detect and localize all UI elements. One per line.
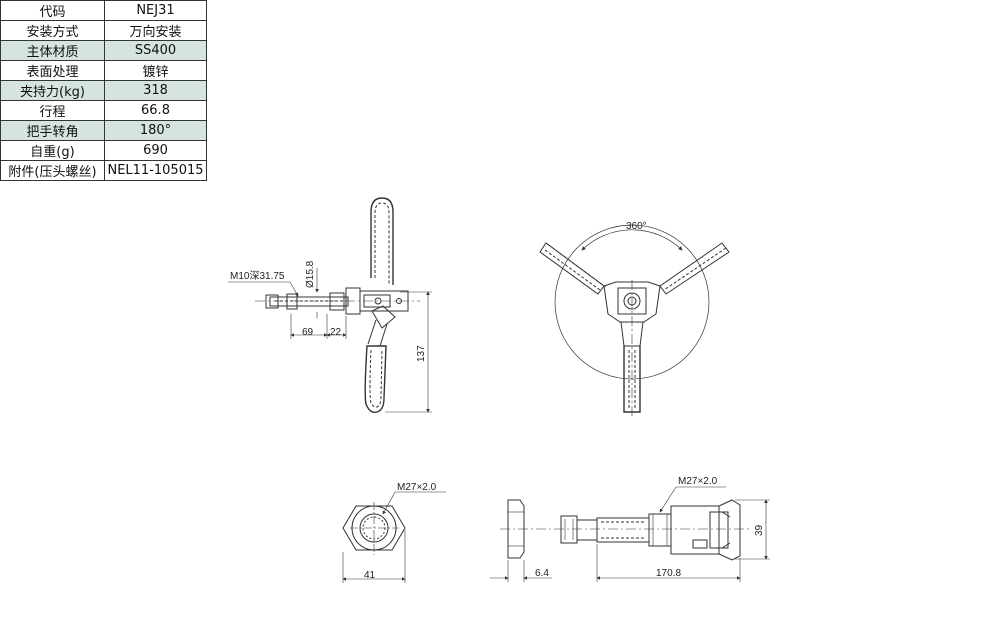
dim-diameter: Ø15.8 (305, 260, 316, 288)
side-view (228, 197, 432, 414)
dim-total-length: 170.8 (656, 568, 681, 579)
spec-row: 夹持力(kg)318 (0, 80, 207, 101)
dim-thread-depth: M10深31.75 (230, 270, 285, 282)
bottom-side-view (490, 486, 770, 582)
spec-value: 690 (104, 140, 207, 161)
spec-label: 主体材质 (0, 40, 105, 61)
spec-label: 自重(g) (0, 140, 105, 161)
dim-nut-width: 41 (364, 570, 376, 581)
dim-length-69: 69 (302, 327, 314, 338)
dim-nut-thickness: 6.4 (535, 568, 549, 579)
spec-label: 把手转角 (0, 120, 105, 141)
spec-value: NEL11-105015 (104, 160, 207, 181)
dim-length-22: 22 (330, 327, 342, 338)
nut-view (342, 491, 446, 583)
dim-thread-body: M27×2.0 (678, 476, 718, 487)
dim-body-height: 39 (754, 524, 765, 536)
dim-thread-nut: M27×2.0 (397, 482, 437, 493)
spec-value: SS400 (104, 40, 207, 61)
spec-row: 自重(g)690 (0, 140, 207, 161)
spec-label: 附件(压头螺丝) (0, 160, 105, 181)
spec-row: 表面处理镀锌 (0, 60, 207, 81)
rotation-view (539, 224, 730, 418)
dim-rotation: 360° (626, 221, 647, 232)
spec-row: 附件(压头螺丝)NEL11-105015 (0, 160, 207, 181)
spec-value: 180° (104, 120, 207, 141)
spec-label: 夹持力(kg) (0, 80, 105, 101)
dim-height-137: 137 (416, 345, 427, 362)
